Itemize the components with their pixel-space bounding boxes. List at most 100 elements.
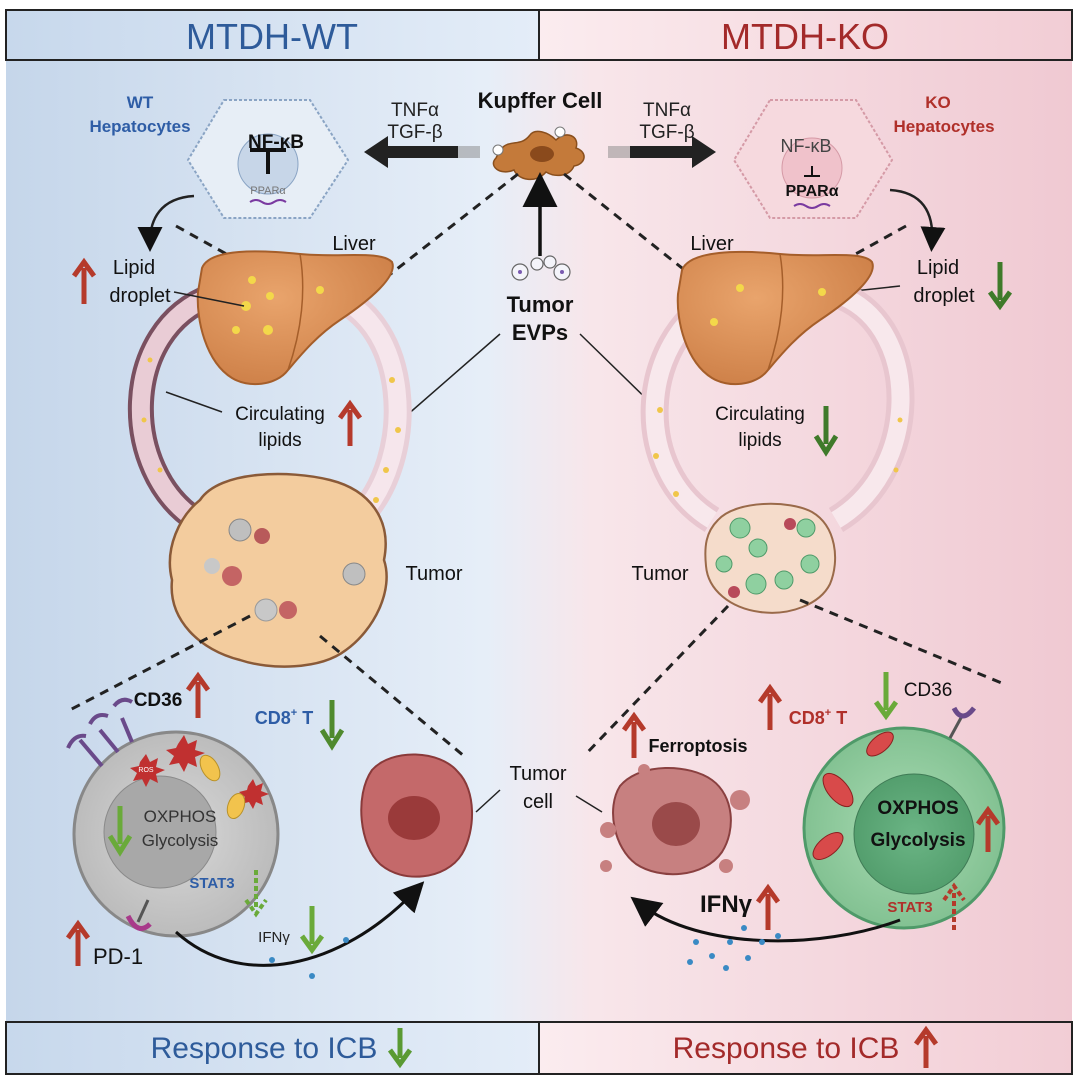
ko-footer-box [538,1021,1073,1075]
wt-pd1-label: PD-1 [93,944,143,969]
wt-lipid-label-1: Lipid [113,257,155,279]
ko-response-label: Response to ICB [673,1032,900,1065]
wt-circ-label-1: Circulating [235,404,325,425]
ko-circ-label-2: lipids [738,430,781,451]
ko-header-box [538,9,1073,61]
wt-tumor-cell-icon [360,753,473,878]
ko-circ-down-arrow-icon [813,406,839,457]
wt-cd8-down-arrow-icon [319,700,345,751]
tumor-evps-label-1: Tumor [507,292,574,317]
ko-liver-icon [676,250,874,386]
wt-circulating-lipid-particles [141,357,401,503]
wt-stat3-label: STAT3 [189,875,234,892]
ko-cd8-label: CD8+ T [789,707,847,728]
ko-t-cell-icon [802,726,1006,930]
wt-mitochondria-icon [199,754,246,820]
wt-hepatocytes-label-1: WT [127,93,154,112]
ko-cd36-label: CD36 [904,680,953,701]
ko-metabolism-up-arrow-icon [975,805,1001,852]
wt-hepatocytes-label-2: Hepatocytes [89,117,190,136]
ko-lipid-label-2: droplet [913,285,975,307]
wt-cytokine-arrow [364,136,480,168]
wt-lipid-pointer [173,291,245,307]
header: MTDH-WT MTDH-KO [5,9,1073,61]
ko-hepatocyte-icon [732,99,894,219]
tumor-cell-pointer-left [475,789,501,813]
kupffer-to-ko-liver-dash [563,172,693,278]
ko-stat3-label: STAT3 [887,899,932,916]
ko-ifng-label: IFNγ [700,891,753,918]
ko-hepatocyte-dash [851,224,907,258]
tumor-evps-label-2: EVPs [512,320,568,345]
ko-oxphos-label: OXPHOS [877,798,958,819]
wt-pd1-up-arrow-icon [65,919,91,966]
ko-hepatocytes-label-2: Hepatocytes [893,117,994,136]
wt-liver-icon [196,250,394,386]
footer: Response to ICB Response to ICB [5,1021,1073,1075]
ko-cytokine-arrow [608,136,716,168]
wt-ifng-curve-arrow [174,881,425,967]
wt-lipid-label-2: droplet [109,285,171,307]
wt-liver-label: Liver [332,233,376,255]
tumor-evps-icon [511,255,571,281]
ko-title: MTDH-KO [721,16,889,57]
ko-circulating-lipid-particles [653,407,903,497]
tumor-cell-label-2: cell [523,791,553,813]
wt-tumor-icon [168,472,388,668]
ko-cd36-receptor-icon [948,706,976,739]
tumor-cell-pointer-right [575,795,603,813]
ko-cd8-up-arrow-icon [757,683,783,730]
wt-hepatocyte-icon [186,99,350,219]
wt-ifng-dots [269,937,349,979]
wt-oxphos-label: OXPHOS [144,807,217,826]
ko-stat3-up-arrow-icon [942,882,966,930]
wt-tumor-label: Tumor [405,563,462,585]
ko-ppara-label: PPARα [785,183,838,200]
ko-hepatocyte-to-lipid-arrow [889,188,946,252]
wt-ros-label: ROS [138,767,154,774]
wt-ifng-down-arrow-icon [299,906,325,955]
wt-ppara-label: PPARα [250,185,286,197]
wt-circ-up-arrow-icon [337,399,363,446]
ko-lipid-label-1: Lipid [917,257,959,279]
ko-response-up-arrow-icon [913,1025,939,1068]
kupffer-cell-label: Kupffer Cell [478,88,603,113]
wt-circ-pointer [165,391,223,413]
wt-circ-label-2: lipids [258,430,301,451]
wt-pd1-receptor-icon [125,899,152,931]
wt-footer-box [5,1021,540,1075]
ko-ferroptosis-label: Ferroptosis [648,736,747,756]
ko-glycolysis-label: Glycolysis [870,830,965,851]
wt-lipid-up-arrow-icon [71,257,97,304]
ko-ferroptosis-up-arrow-icon [621,711,647,758]
ko-cd36-down-arrow-icon [873,672,899,721]
ko-ferroptotic-tumor-cell-icon [600,764,750,876]
wt-ifng-label: IFNγ [258,929,290,946]
ko-tumor-label: Tumor [631,563,688,585]
wt-t-cell-icon [72,730,280,938]
wt-cd36-up-arrow-icon [185,671,211,718]
kupffer-cell-icon [492,126,585,181]
wt-tgfb-label: TGF-β [387,122,442,143]
wt-response-label: Response to ICB [151,1032,378,1065]
wt-zoom-dash-left [65,614,251,714]
ko-tnfa-label: TNFα [643,100,691,121]
wt-nfkb-label: NF-κB [248,132,304,153]
ko-hepatocytes-label-1: KO [925,93,951,112]
ko-mitochondria-icon [812,731,894,860]
wt-response-down-arrow-icon [387,1028,413,1069]
wt-ros-burst-icon [130,735,269,809]
ko-ifng-up-arrow-icon [755,883,781,930]
ko-lipid-down-arrow-icon [987,262,1013,311]
kupffer-to-wt-liver-dash [387,172,519,278]
tumor-cell-label-1: Tumor [509,763,566,785]
ko-zoom-dash-right [799,598,1005,686]
wt-glycolysis-label: Glycolysis [142,831,219,850]
wt-metabolism-down-arrow-icon [107,806,133,857]
wt-header-box [5,9,540,61]
ko-tgfb-label: TGF-β [639,122,694,143]
wt-hepatocyte-to-lipid-arrow [137,194,195,252]
evps-pointer-left [405,333,501,417]
ko-tumor-icon [704,502,837,614]
wt-title: MTDH-WT [186,16,358,57]
